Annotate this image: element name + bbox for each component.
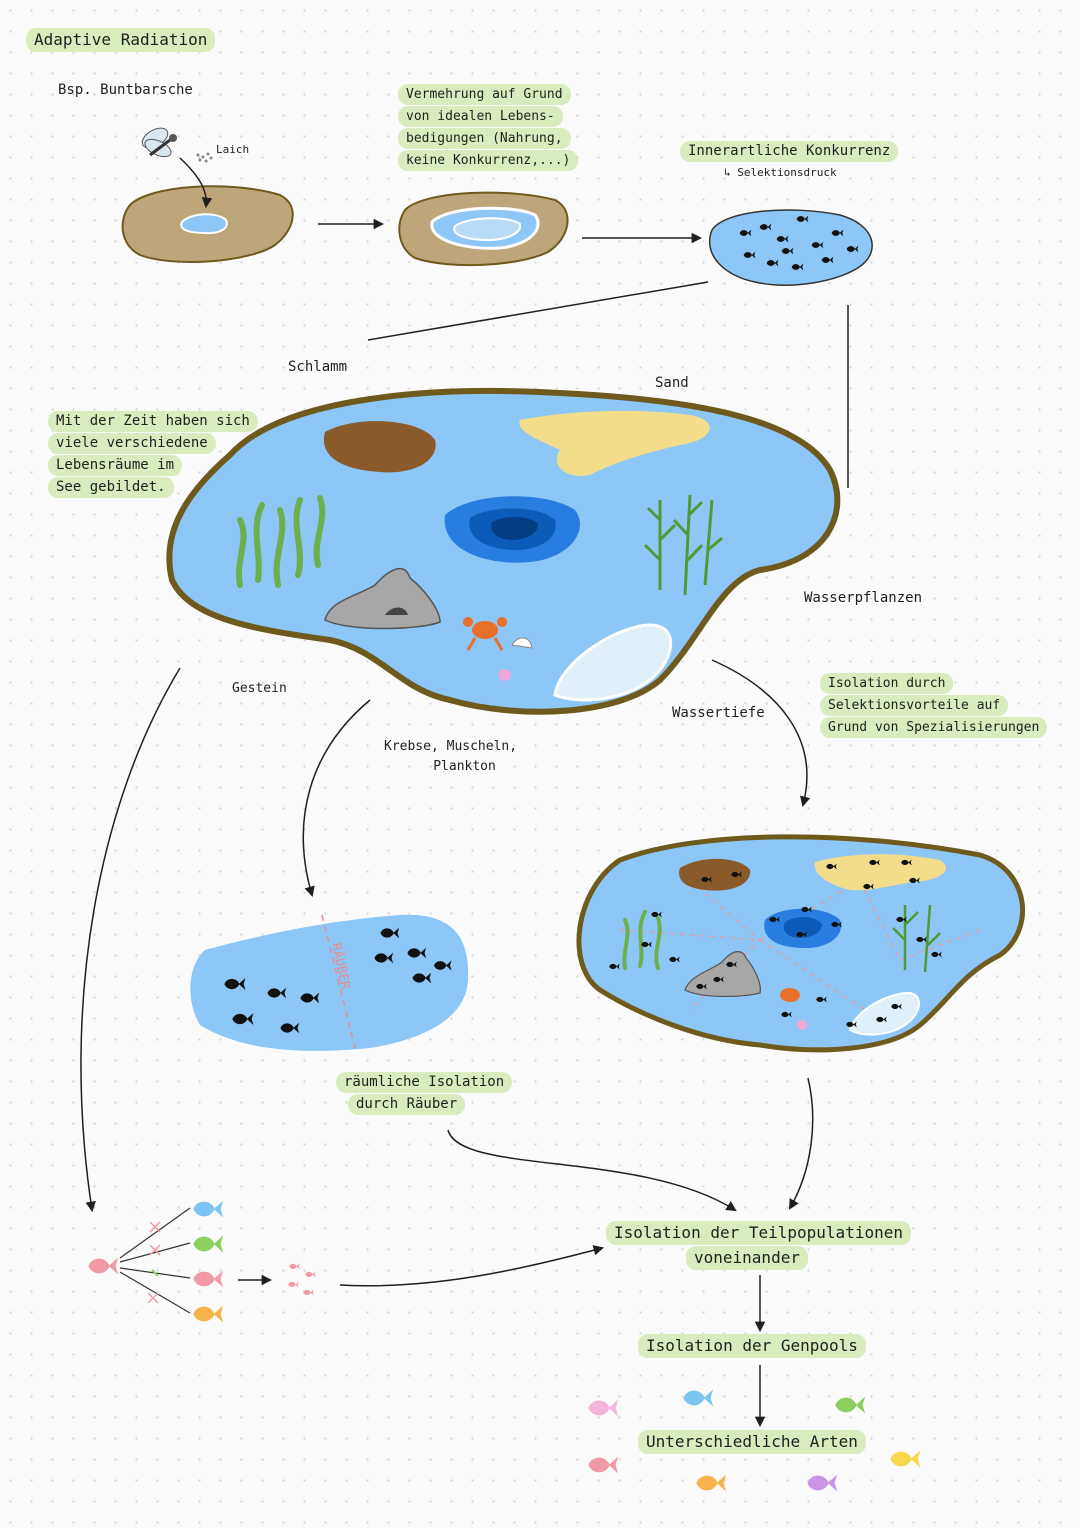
selektionsvorteile-line-3: Grund von Spezialisierungen [820, 717, 1048, 738]
wasserpflanzen-label: Wasserpflanzen [804, 590, 923, 606]
pond-start [121, 185, 294, 263]
lebensraeume-line-4: See gebildet. [48, 477, 174, 498]
gestein-label: Gestein [232, 681, 287, 696]
arrow-lake-to-predator [302, 699, 371, 898]
raeumliche-line-2: durch Räuber [348, 1094, 466, 1115]
teilpopulationen-line-2: voneinander [686, 1246, 808, 1270]
vermehrung-line-1: Vermehrung auf Grund [398, 84, 571, 105]
arrow-laich-to-pond [179, 157, 213, 209]
connector-line-left [367, 281, 709, 341]
vermehrung-note: Vermehrung auf Grund von idealen Lebens-… [398, 84, 579, 172]
lebensraeume-line-2: viele verschiedene [48, 433, 216, 454]
laich-label: Laich [216, 143, 250, 156]
arrow-specialized-to-teilpop [788, 1077, 814, 1210]
arrow-lake-to-specialized [711, 659, 811, 808]
vermehrung-line-2: von idealen Lebens- [398, 106, 563, 127]
krebse-line-2: Plankton [433, 759, 496, 774]
arrow-raeuber-to-teilpop [447, 1129, 737, 1212]
big-lake [166, 387, 841, 715]
selektionsvorteile-note: Isolation durch Selektionsvorteile auf G… [820, 673, 1048, 739]
predator-water [190, 914, 469, 1051]
page-title: Adaptive Radiation [26, 28, 216, 52]
selektionsdruck-label: ↳ Selektionsdruck [724, 166, 837, 179]
teilpopulationen-line-1: Isolation der Teilpopulationen [606, 1221, 911, 1245]
krebse-line-1: Krebse, Muscheln, [384, 739, 518, 754]
vermehrung-line-3: bedigungen (Nahrung, [398, 128, 571, 149]
lebensraeume-line-3: Lebensräume im [48, 455, 183, 476]
sand-label: Sand [655, 375, 689, 391]
selektionsvorteile-line-2: Selektionsvorteile auf [820, 695, 1009, 716]
arrow-reproductive-to-teilpop [339, 1245, 605, 1287]
spawn-icon [196, 152, 213, 163]
krebse-label: Krebse, Muscheln, Plankton [384, 737, 517, 777]
pond-growing [398, 191, 569, 267]
reproductive-fish-group [88, 1200, 316, 1323]
pond-crowded [709, 209, 873, 286]
raeumliche-line-1: räumliche Isolation [336, 1072, 513, 1093]
lebensraeume-line-1: Mit der Zeit haben sich [48, 411, 258, 432]
teilpopulationen-note: Isolation der Teilpopulationen voneinand… [606, 1221, 911, 1271]
raeumliche-note: räumliche Isolation durch Räuber [336, 1072, 513, 1116]
vermehrung-line-4: keine Konkurrenz,...) [398, 150, 579, 171]
schlamm-label: Schlamm [288, 359, 348, 375]
arten-label: Unterschiedliche Arten [638, 1430, 866, 1454]
konkurrenz-label: Innerartliche Konkurrenz [680, 141, 899, 162]
lebensraeume-note: Mit der Zeit haben sich viele verschiede… [48, 411, 258, 499]
arrow-lake-to-reproductive [80, 667, 181, 1213]
example-label: Bsp. Buntbarsche [58, 82, 193, 98]
genpools-label: Isolation der Genpools [638, 1334, 866, 1358]
selektionsvorteile-line-1: Isolation durch [820, 673, 954, 694]
wassertiefe-label: Wassertiefe [672, 705, 765, 721]
crab-icon [463, 617, 507, 651]
dragonfly-icon [141, 127, 177, 158]
specialized-lake [576, 834, 1025, 1053]
